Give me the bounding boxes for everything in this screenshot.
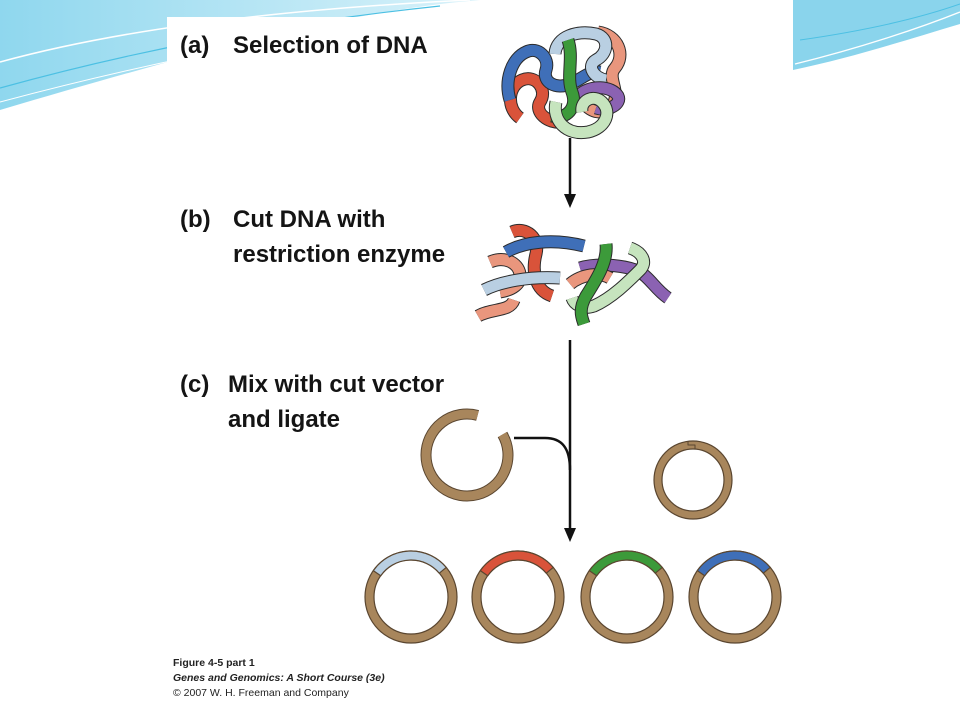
dna-fragment-blue xyxy=(502,235,586,258)
dna-strand-green xyxy=(550,37,580,124)
step-c-text-line1: Mix with cut vector xyxy=(228,371,445,398)
recombinant-plasmid-green xyxy=(580,550,674,644)
dna-fragment-green xyxy=(574,243,613,327)
religated-vector xyxy=(653,440,733,520)
dna-insert xyxy=(696,550,771,577)
dna-fragment-salmon xyxy=(565,268,614,290)
recombinant-plasmid-blue xyxy=(688,550,782,644)
step-a-label: (a) xyxy=(180,32,210,59)
dna-fragment-light-blue xyxy=(481,271,561,296)
figure-number: Figure 4-5 part 1 xyxy=(173,657,255,669)
step-c-text-line2: and ligate xyxy=(228,406,341,433)
top-right-swoosh xyxy=(793,0,960,70)
step-c-label: (c) xyxy=(180,371,210,398)
copyright: © 2007 W. H. Freeman and Company xyxy=(173,687,349,699)
dna-insert xyxy=(479,550,554,577)
dna-strand-light-blue xyxy=(548,26,613,87)
cut-vector xyxy=(420,408,514,502)
dna-strand-blue xyxy=(501,44,602,102)
vector-join-line xyxy=(514,436,572,471)
swoosh-line xyxy=(799,3,960,41)
step-b-text-line2: restriction enzyme xyxy=(233,241,446,268)
book-title: Genes and Genomics: A Short Course (3e) xyxy=(173,672,385,684)
swoosh-line xyxy=(794,11,960,65)
dna-tangle xyxy=(501,25,627,140)
top-left-swoosh xyxy=(0,0,480,110)
step-a-text: Selection of DNA xyxy=(233,32,428,59)
dna-fragment-red xyxy=(509,224,555,303)
dna-fragments xyxy=(474,224,672,327)
dna-strand-light-green xyxy=(548,91,614,140)
arrow-b-to-c xyxy=(514,340,576,542)
arrow-a-to-b xyxy=(564,138,576,208)
step-b-text-line1: Cut DNA with xyxy=(233,206,386,233)
dna-insert xyxy=(372,550,447,577)
dna-insert xyxy=(588,550,663,577)
step-b-label: (b) xyxy=(180,206,211,233)
recombinant-plasmid-light-blue xyxy=(364,550,458,644)
dna-fragment-salmon xyxy=(474,296,521,322)
recombinant-plasmid-red xyxy=(471,550,565,644)
